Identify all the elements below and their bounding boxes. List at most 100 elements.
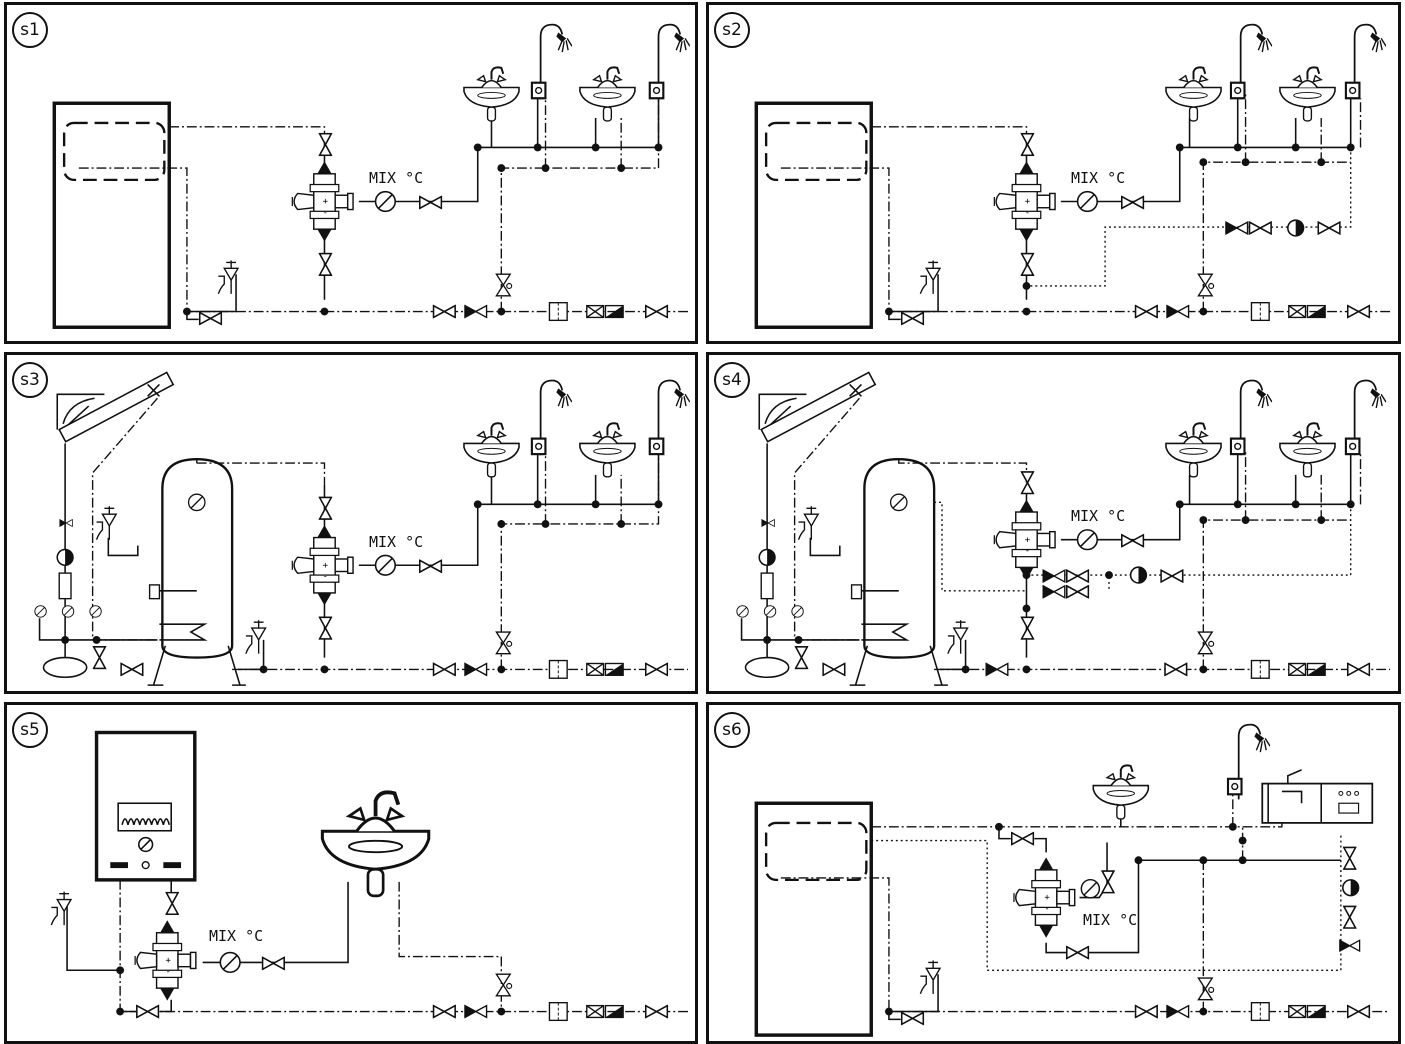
tap-box-icon: [648, 81, 665, 100]
check-valve-icon: [1042, 585, 1066, 599]
schematic-s4: [736, 371, 1390, 686]
safety-valve-icon: [947, 619, 969, 655]
check-valve-icon: [761, 518, 775, 528]
gauge-icon: [736, 605, 749, 618]
drain-valve-icon[interactable]: [900, 1011, 925, 1026]
isolation-valve-icon[interactable]: [318, 252, 333, 276]
mix-temperature-label: MIX °C: [1071, 169, 1126, 187]
isolation-valve-icon[interactable]: [1020, 252, 1035, 276]
thermostatic-mixing-valve-icon[interactable]: [291, 524, 354, 607]
backflow-preventer-icon: [586, 662, 624, 676]
mix-temperature-label: MIX °C: [209, 927, 264, 945]
tap-box-icon: [530, 81, 547, 100]
isolation-valve-icon[interactable]: [1134, 1004, 1158, 1019]
isolation-valve-icon[interactable]: [1346, 1004, 1371, 1019]
isolation-valve-icon[interactable]: [1346, 662, 1371, 677]
isolation-valve-icon[interactable]: [1010, 831, 1035, 846]
schematic-s2: [754, 23, 1390, 329]
isolation-valve-icon[interactable]: [418, 559, 443, 573]
isolation-valve-icon[interactable]: [1160, 569, 1184, 583]
isolation-valve-icon[interactable]: [165, 891, 179, 916]
isolation-valve-icon[interactable]: [1317, 221, 1341, 235]
isolation-valve-icon[interactable]: [1343, 846, 1357, 870]
check-valve-icon: [1338, 939, 1361, 953]
thermostatic-mixing-valve-icon[interactable]: [993, 498, 1056, 581]
circulation-pump-icon: [1342, 879, 1360, 897]
isolation-valve-icon[interactable]: [92, 646, 107, 670]
isolation-valve-icon[interactable]: [1065, 569, 1090, 583]
isolation-valve-icon[interactable]: [794, 646, 809, 670]
backflow-preventer-icon: [1288, 304, 1326, 319]
isolation-valve-icon[interactable]: [318, 132, 333, 157]
isolation-valve-icon[interactable]: [1164, 662, 1188, 677]
isolation-valve-icon[interactable]: [822, 662, 846, 677]
isolation-valve-icon[interactable]: [1120, 195, 1145, 210]
washbasin-icon: [1165, 422, 1222, 478]
isolation-valve-icon[interactable]: [644, 1004, 669, 1019]
isolation-valve-icon[interactable]: [120, 662, 144, 677]
panel-label: s6: [714, 712, 750, 748]
diagram-panel-s4: s4 MIX °C: [706, 352, 1401, 694]
isolation-valve-icon[interactable]: [1065, 945, 1090, 960]
isolation-valve-icon[interactable]: [1065, 585, 1090, 599]
tap-box-icon: [1344, 81, 1361, 100]
washbasin-icon: [1278, 422, 1336, 478]
gauge-icon: [791, 605, 804, 618]
thermostatic-mixing-valve-icon[interactable]: [993, 160, 1056, 243]
drain-valve-icon[interactable]: [495, 973, 513, 997]
isolation-valve-icon[interactable]: [432, 1004, 456, 1019]
backflow-preventer-icon: [1288, 1004, 1326, 1019]
drain-valve-icon[interactable]: [198, 311, 223, 326]
check-valve-icon: [1042, 569, 1066, 583]
kitchen-sink-icon: [1261, 769, 1374, 824]
drain-valve-icon[interactable]: [495, 631, 513, 655]
mix-temperature-label: MIX °C: [369, 533, 424, 551]
panel-label: s1: [12, 12, 48, 48]
isolation-valve-icon[interactable]: [1101, 870, 1115, 894]
junctions: [885, 822, 1247, 1016]
diagram-panel-s3: s3 MIX °C: [4, 352, 698, 694]
drain-valve-icon[interactable]: [1197, 273, 1215, 297]
drain-valve-icon[interactable]: [1197, 631, 1215, 655]
isolation-valve-icon[interactable]: [261, 956, 285, 971]
thermostatic-mixing-valve-icon[interactable]: [1013, 856, 1076, 939]
isolation-valve-icon[interactable]: [1343, 905, 1357, 929]
isolation-valve-icon[interactable]: [1120, 534, 1145, 548]
solar-collector: [758, 371, 877, 443]
flow-meter: [58, 572, 72, 600]
tap-box-icon: [1229, 437, 1246, 456]
heat-exchanger: [764, 121, 868, 182]
expansion-vessel: [42, 656, 88, 679]
drain-valve-icon[interactable]: [900, 311, 925, 326]
thermostatic-mixing-valve-icon[interactable]: [291, 160, 354, 243]
isolation-valve-icon[interactable]: [1020, 616, 1035, 640]
tap-box-icon: [1344, 437, 1361, 456]
thermometer-icon: [1076, 529, 1099, 551]
drain-valve-icon[interactable]: [495, 273, 513, 297]
drain-valve-icon[interactable]: [1197, 977, 1215, 1001]
gauge-icon: [61, 605, 75, 618]
isolation-valve-icon[interactable]: [418, 195, 443, 210]
isolation-valve-icon[interactable]: [318, 616, 333, 640]
isolation-valve-icon[interactable]: [318, 496, 333, 520]
backflow-preventer-icon: [586, 304, 624, 319]
isolation-valve-icon[interactable]: [136, 1004, 160, 1019]
isolation-valve-icon[interactable]: [644, 662, 669, 677]
junctions: [61, 500, 663, 674]
mix-temperature-label: MIX °C: [1083, 911, 1138, 929]
isolation-valve-icon[interactable]: [432, 304, 456, 319]
washbasin-icon: [578, 66, 636, 122]
isolation-valve-icon[interactable]: [1134, 304, 1158, 319]
isolation-valve-icon[interactable]: [1020, 471, 1035, 495]
isolation-valve-icon[interactable]: [432, 662, 456, 677]
thermostatic-mixing-valve-icon[interactable]: [134, 919, 197, 1002]
isolation-valve-icon[interactable]: [1020, 132, 1035, 157]
heat-exchanger: [764, 821, 868, 882]
schematic-s1: [52, 23, 690, 329]
washbasin-icon: [1278, 66, 1336, 122]
thermometer-icon: [219, 951, 241, 974]
isolation-valve-icon[interactable]: [1248, 221, 1272, 235]
strainer-icon: [1250, 659, 1270, 679]
isolation-valve-icon[interactable]: [644, 304, 669, 319]
isolation-valve-icon[interactable]: [1346, 304, 1371, 319]
